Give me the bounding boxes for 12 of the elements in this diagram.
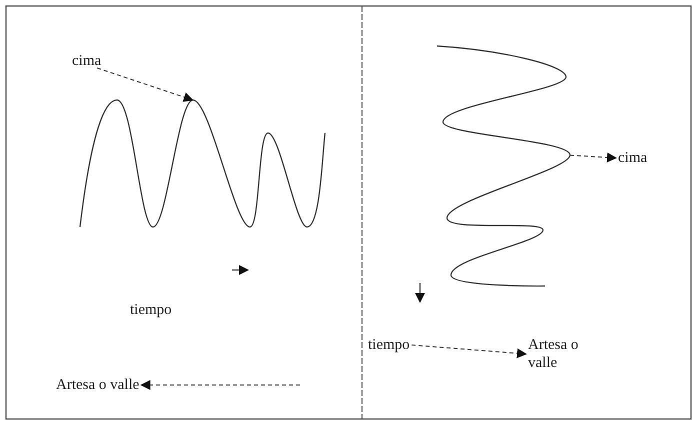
wave-drawing [79, 99, 326, 228]
arrow [411, 344, 527, 358]
arrow [570, 152, 617, 162]
wave-label: cima [72, 52, 102, 70]
arrow [96, 68, 194, 102]
leader-line [140, 380, 300, 390]
wave-label: Artesa o valle [56, 376, 140, 394]
wave-label: cima [618, 149, 648, 167]
wave-label: Artesa o valle [528, 336, 608, 372]
wave-label: tiempo [368, 336, 410, 354]
wave-drawing [436, 45, 571, 287]
axis-label: tiempo [130, 301, 172, 319]
